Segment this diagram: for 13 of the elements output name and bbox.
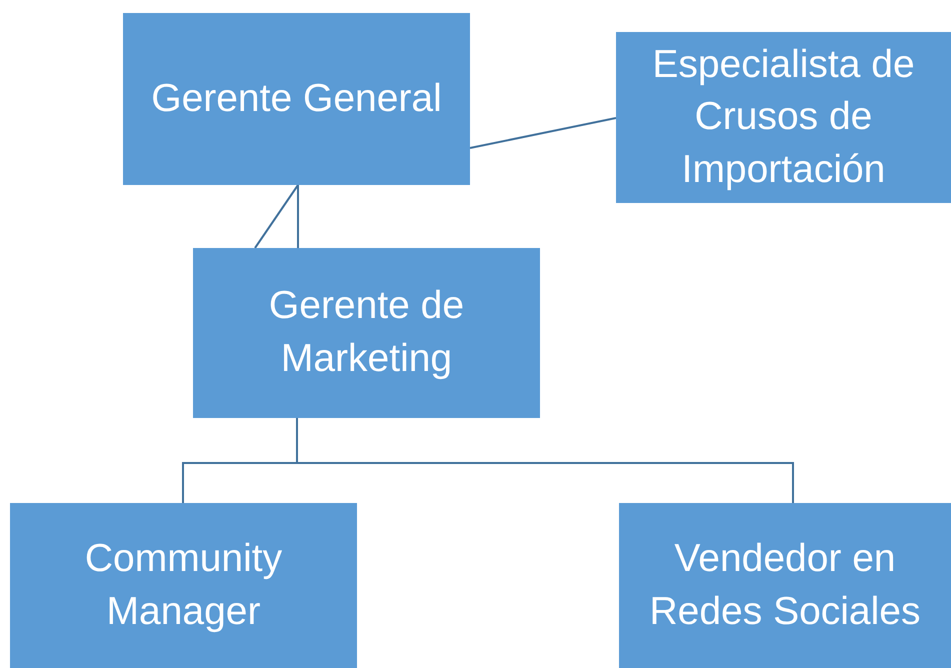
org-chart-box bbox=[123, 13, 470, 185]
connector-line bbox=[470, 117, 616, 149]
connector-line bbox=[297, 185, 299, 248]
connector-line bbox=[254, 184, 299, 249]
role-title: Gerente de Marketing bbox=[268, 283, 466, 382]
role-title: Gerente General bbox=[151, 76, 442, 122]
org-chart-box bbox=[619, 503, 951, 668]
role-title: Vendedor en Redes Sociales bbox=[648, 536, 922, 634]
org-chart-box bbox=[616, 32, 951, 203]
org-chart-box bbox=[193, 248, 540, 418]
role-title: Especialista de Crusos de Importación bbox=[651, 42, 916, 193]
role-title: Community Manager bbox=[84, 536, 284, 634]
org-chart-box bbox=[10, 503, 357, 668]
